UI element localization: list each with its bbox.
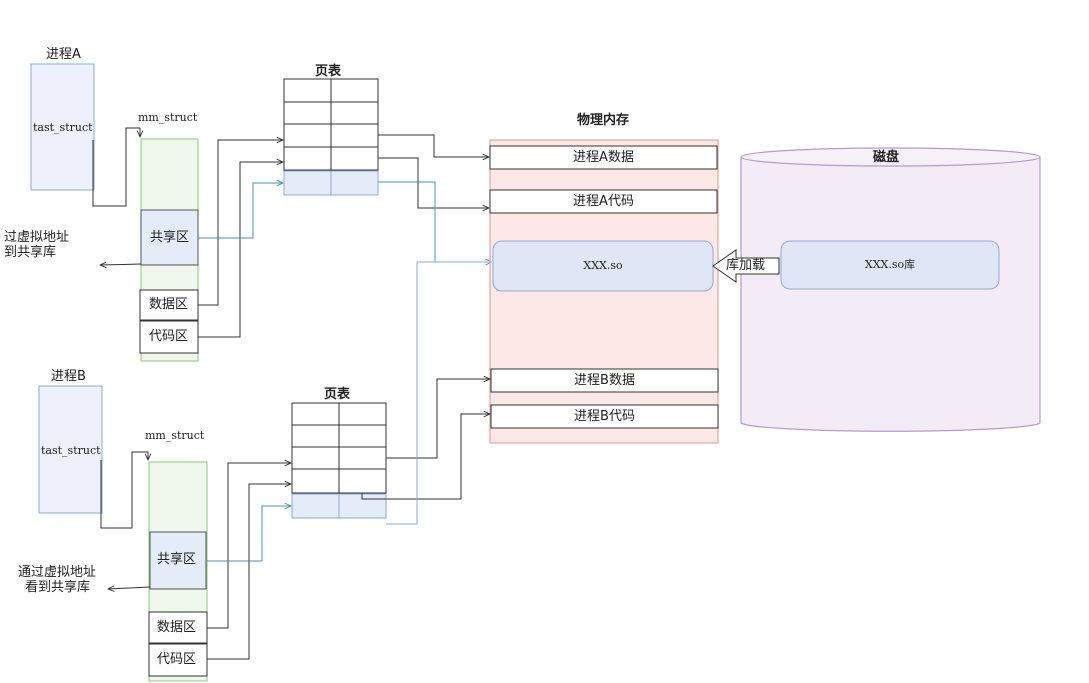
data-a-to-pagetable-link	[198, 140, 283, 306]
mm-struct-a-label: mm_struct	[138, 111, 198, 124]
note-arrow-a	[100, 264, 142, 265]
task-struct-a-box	[30, 63, 95, 191]
phys-b-data-box	[490, 368, 719, 393]
shared-area-b-box	[149, 531, 207, 590]
disk-lib-box	[780, 240, 1000, 290]
shared-area-a-box	[140, 209, 199, 266]
note-b-line1: 通过虚拟地址	[18, 565, 97, 580]
mm-struct-b-label: mm_struct	[145, 429, 205, 442]
shared-area-a-label: 共享区	[150, 230, 190, 245]
code-area-b-box	[148, 643, 208, 677]
page-table-a-title: 页表	[315, 64, 342, 79]
pagetable-a-to-code-link	[378, 157, 489, 208]
task-struct-a-label: tast_struct	[33, 121, 93, 134]
shared-b-to-pagetable-link	[206, 506, 291, 562]
phys-a-code-label: 进程A代码	[573, 194, 634, 209]
data-b-to-pagetable-link	[207, 463, 291, 629]
pagetable-b-to-code-link	[361, 414, 490, 500]
page-table-b	[291, 402, 387, 519]
disk-lib-label: XXX.so库	[864, 258, 916, 271]
task-struct-b-box	[38, 385, 103, 514]
phys-a-code-box	[489, 189, 718, 214]
phys-b-code-box	[490, 404, 719, 429]
note-a-line1: 过虚拟地址	[4, 230, 70, 245]
physical-memory-title: 物理内存	[577, 113, 630, 128]
pagetable-b-to-so-link	[386, 261, 492, 525]
note-a-line2: 到共享库	[4, 245, 57, 260]
library-load-arrow	[712, 249, 780, 283]
data-area-b-box	[148, 611, 208, 644]
note-arrow-b	[108, 587, 151, 589]
code-area-b-label: 代码区	[157, 652, 197, 667]
code-area-a-label: 代码区	[149, 329, 189, 344]
page-table-a	[283, 78, 379, 196]
shared-a-to-pagetable-link	[198, 183, 283, 239]
code-area-a-box	[139, 320, 199, 354]
phys-so-label: XXX.so	[583, 259, 623, 272]
disk-title: 磁盘	[873, 150, 900, 165]
process-b-title: 进程B	[51, 369, 86, 384]
pagetable-a-to-data-link	[378, 134, 489, 157]
pagetable-b-to-data-link	[386, 379, 490, 459]
page-table-b-title: 页表	[324, 387, 351, 402]
phys-b-code-label: 进程B代码	[574, 409, 635, 424]
process-a-title: 进程A	[46, 47, 81, 62]
data-area-b-label: 数据区	[157, 620, 197, 635]
phys-b-data-label: 进程B数据	[574, 373, 635, 388]
phys-a-data-label: 进程A数据	[573, 150, 634, 165]
shared-area-b-label: 共享区	[157, 552, 197, 567]
library-load-label: 库加载	[726, 258, 766, 273]
pagetable-a-to-so-link	[378, 181, 492, 262]
task-to-mm-b-link	[100, 451, 148, 529]
code-a-to-pagetable-link	[198, 162, 283, 338]
disk-cylinder	[740, 147, 1041, 432]
note-b-line2: 看到共享库	[25, 580, 91, 595]
phys-a-data-box	[489, 145, 718, 170]
data-area-a-label: 数据区	[149, 297, 189, 312]
task-to-mm-a-link	[92, 127, 140, 207]
code-b-to-pagetable-link	[207, 484, 291, 660]
task-struct-b-label: tast_struct	[41, 444, 101, 457]
